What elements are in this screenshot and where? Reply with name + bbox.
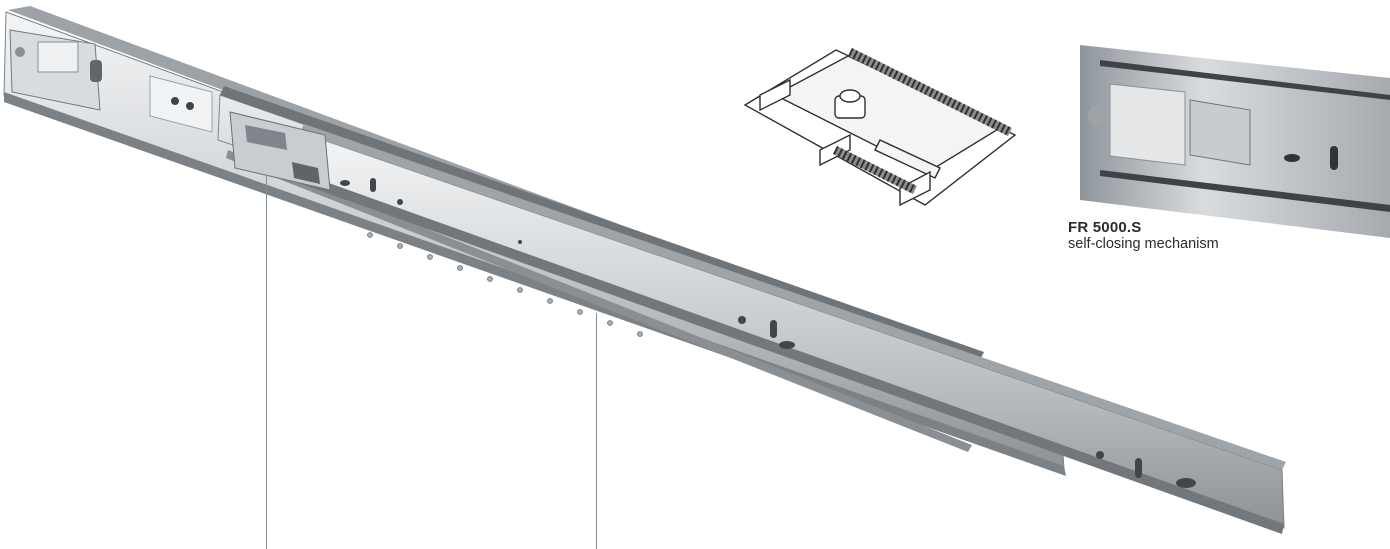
spring-coil <box>832 47 1013 195</box>
mechanism-caption: FR 5000.S self-closing mechanism <box>1068 219 1348 253</box>
self-closing-mechanism-drawing <box>743 47 1017 207</box>
drawer-slide-rail <box>3 6 1286 534</box>
mechanism-description: self-closing mechanism <box>1068 236 1219 252</box>
model-number: FR 5000.S <box>1068 219 1142 236</box>
mechanism-closeup-photo <box>1080 45 1390 238</box>
callout-line-right <box>596 313 597 549</box>
mounting-holes <box>340 178 1196 488</box>
callout-line-left <box>266 175 267 549</box>
